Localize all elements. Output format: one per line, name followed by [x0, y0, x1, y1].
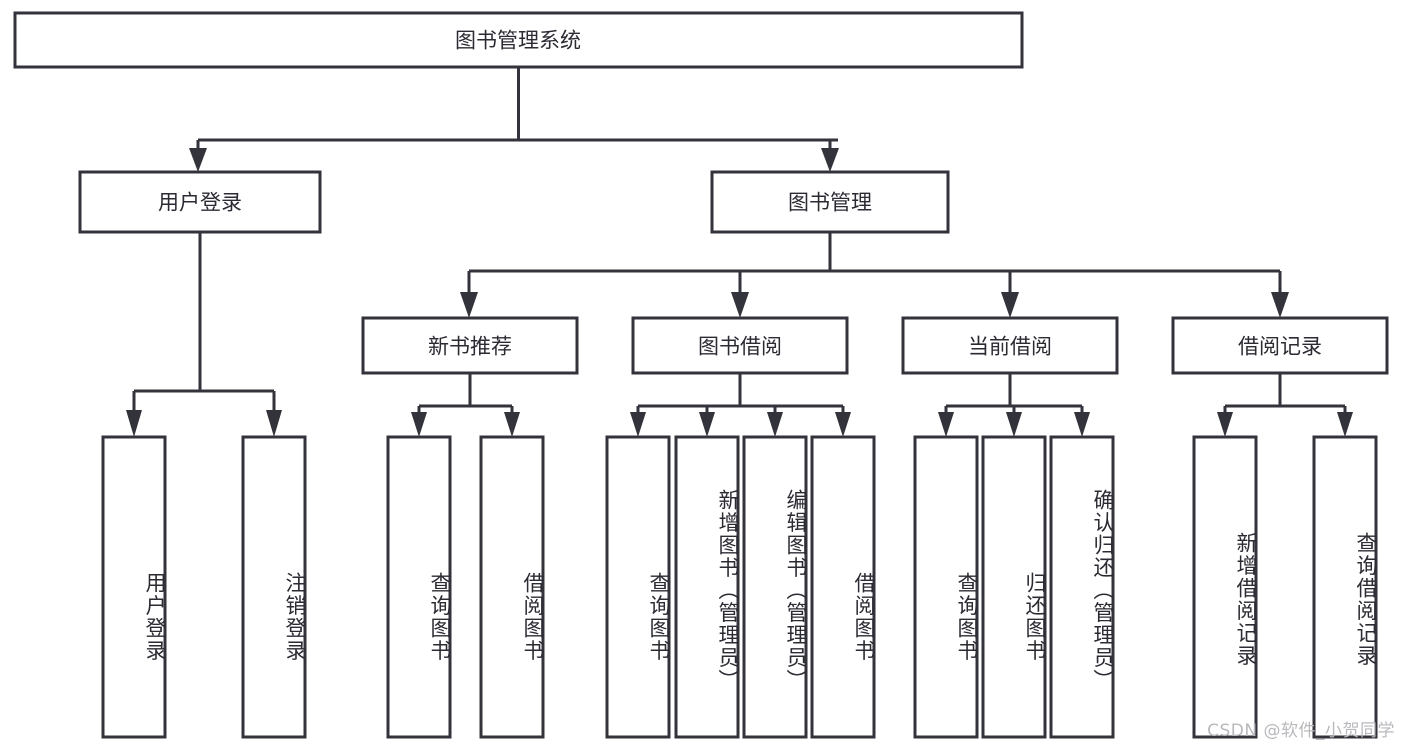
node-leaf-add-record-box[interactable]: [1192, 435, 1258, 739]
arrowhead-book-borrow: [731, 292, 749, 318]
node-user-login-box[interactable]: [78, 170, 322, 234]
node-leaf-borrow-book-rec-box[interactable]: [479, 435, 545, 739]
node-new-book-rec-label: 新书推荐: [428, 336, 512, 359]
node-leaf-edit-book-box[interactable]: [742, 435, 808, 739]
arrowhead-leaf-edit-book: [767, 412, 783, 437]
node-layer: 图书管理系统 用户登录 图书管理 新书推荐 图书借阅 当前借阅 借阅记录: [13, 11, 1389, 739]
node-borrow-record-box[interactable]: [1171, 316, 1389, 375]
node-book-borrow-box[interactable]: [631, 316, 849, 375]
node-user-login-label: 用户登录: [158, 192, 242, 215]
node-current-borrow-box[interactable]: [901, 316, 1119, 375]
node-leaf-user-login-box[interactable]: [101, 435, 167, 739]
arrowhead-leaf-query-book-cur: [938, 412, 954, 437]
arrowhead-book-manage: [821, 148, 839, 172]
arrowhead-user-login: [189, 148, 207, 172]
node-book-manage-box[interactable]: [710, 170, 950, 234]
node-leaf-logout-box[interactable]: [241, 435, 307, 739]
csdn-watermark: CSDN @软件_小贺同学: [1207, 721, 1395, 741]
arrowhead-leaf-add-book: [699, 412, 715, 437]
node-book-manage-label: 图书管理: [788, 192, 872, 215]
arrowhead-leaf-add-record: [1217, 412, 1233, 437]
node-root-box[interactable]: [13, 11, 1024, 69]
arrowhead-current-borrow: [1001, 292, 1019, 318]
arrowhead-leaf-user-login: [126, 410, 142, 437]
node-leaf-borrow-book-box[interactable]: [810, 435, 876, 739]
node-leaf-query-book-cur-box[interactable]: [913, 435, 979, 739]
node-leaf-add-book-box[interactable]: [674, 435, 740, 739]
node-leaf-query-book-borrow-box[interactable]: [605, 435, 671, 739]
node-leaf-query-book-rec-box[interactable]: [386, 435, 452, 739]
arrowhead-new-book-rec: [460, 292, 478, 318]
arrowhead-leaf-return-book: [1006, 412, 1022, 437]
node-new-book-rec-box[interactable]: [361, 316, 579, 375]
node-root-label: 图书管理系统: [455, 30, 581, 53]
arrowhead-leaf-borrow-book: [835, 412, 851, 437]
arrowhead-leaf-logout: [266, 410, 282, 437]
connector-layer: [126, 67, 1353, 437]
arrowhead-leaf-query-book-borrow: [630, 412, 646, 437]
arrowhead-leaf-query-book-rec: [411, 412, 427, 437]
arrowhead-borrow-record: [1271, 292, 1289, 318]
node-leaf-confirm-return-box[interactable]: [1049, 435, 1115, 739]
node-leaf-return-book-box[interactable]: [981, 435, 1047, 739]
arrowhead-leaf-query-record: [1337, 412, 1353, 437]
node-borrow-record-label: 借阅记录: [1238, 336, 1322, 359]
node-book-borrow-label: 图书借阅: [698, 336, 782, 359]
node-current-borrow-label: 当前借阅: [968, 336, 1052, 359]
node-leaf-query-record-box[interactable]: [1312, 435, 1378, 739]
arrowhead-leaf-confirm-return: [1074, 412, 1090, 437]
arrowhead-leaf-borrow-book-rec: [504, 412, 520, 437]
